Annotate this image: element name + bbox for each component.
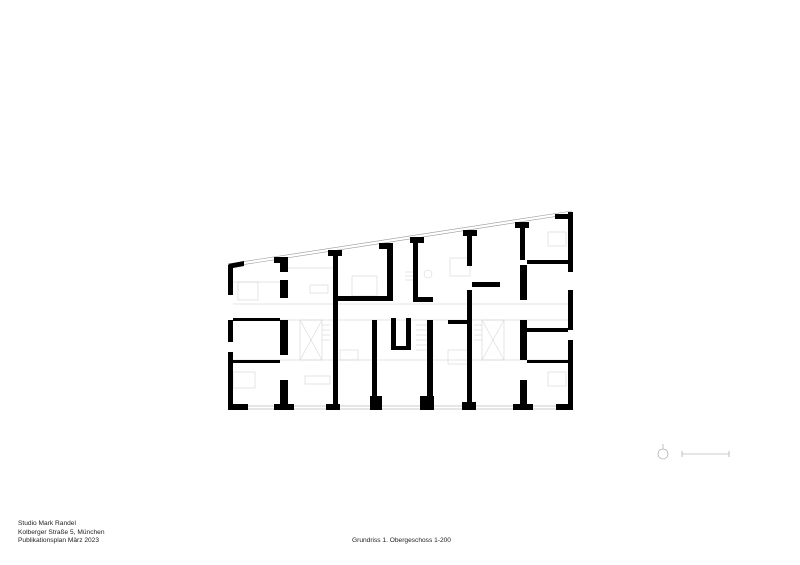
plan-type: Publikationsplan März 2023 [18,537,100,545]
title-block: Studio Mark Randel Kolberger Straße 5, M… [18,520,105,546]
walls [228,212,573,410]
drawing-title: Grundriss 1. Obergeschoss 1-200 [352,537,451,544]
north-arrow-icon [657,444,669,460]
scale-bar [681,451,730,457]
interior-lines [232,231,568,389]
office-name: Studio Mark Randel [18,520,76,527]
project-address: Kolberger Straße 5, München [18,528,105,536]
